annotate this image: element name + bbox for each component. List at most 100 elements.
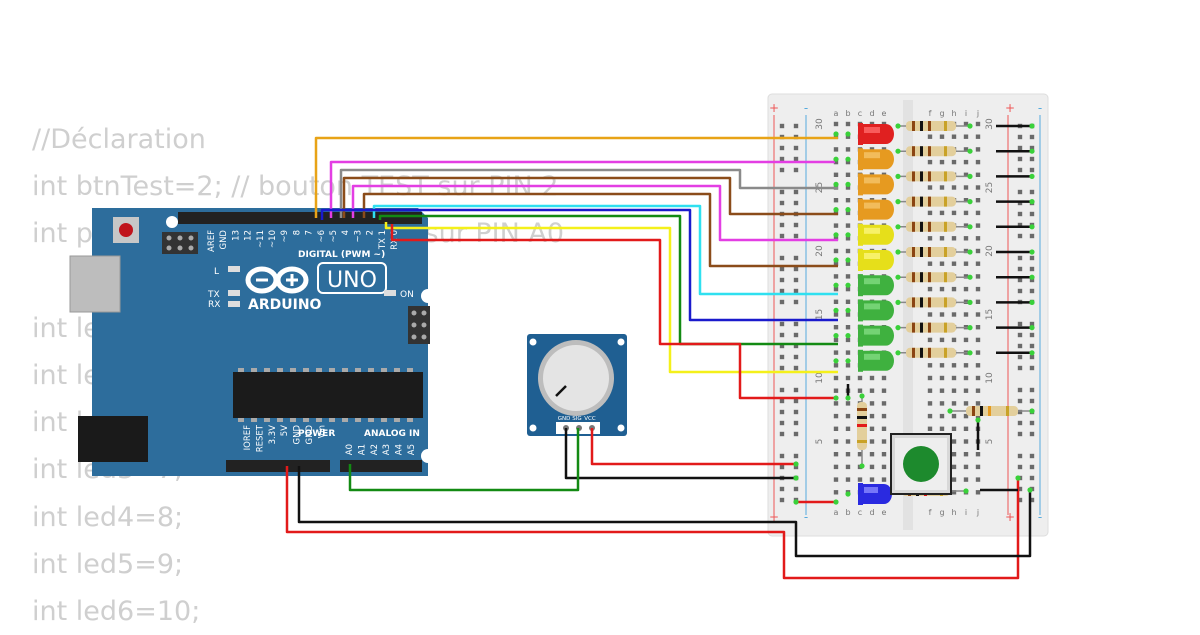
connection-dot	[833, 207, 839, 213]
rail-hole	[1029, 167, 1035, 173]
breadboard-hole	[833, 248, 839, 254]
mount-hole-right	[421, 289, 435, 303]
push-button-cap[interactable]	[903, 446, 939, 482]
breadboard-hole	[927, 236, 933, 241]
rail-hole	[1017, 156, 1023, 162]
rail-hole	[793, 332, 799, 338]
breadboard-hole	[975, 236, 981, 241]
rail-hole	[1017, 332, 1023, 338]
connection-dot	[833, 131, 839, 137]
power-jack	[78, 416, 148, 462]
connection-dot	[859, 463, 865, 469]
rail-hole	[1017, 145, 1023, 151]
breadboard-hole	[845, 350, 851, 355]
connection-dot	[1029, 123, 1035, 129]
breadboard-hole	[951, 286, 957, 292]
connection-dot	[895, 325, 901, 331]
breadboard-hole	[845, 452, 851, 457]
breadboard-hole	[963, 210, 969, 216]
rail-hole	[1017, 200, 1023, 206]
rail-hole	[1029, 420, 1035, 426]
code-line: int led4=8;	[32, 501, 184, 533]
breadboard-hole	[951, 363, 957, 368]
breadboard-hole	[845, 337, 851, 343]
breadboard-hole	[833, 337, 839, 343]
breadboard-hole	[845, 223, 851, 228]
resistor	[898, 171, 970, 182]
potentiometer-knob[interactable]	[543, 345, 609, 411]
rail-hole	[1017, 387, 1023, 393]
digital-pin-label: ~9	[280, 230, 290, 243]
rail-hole	[793, 266, 799, 272]
power-pin-label: 3.3V	[268, 425, 278, 445]
digital-pin-label: ~5	[329, 230, 339, 243]
breadboard-hole	[963, 134, 969, 139]
rail-hole	[793, 398, 799, 404]
column-letter: j	[976, 109, 979, 118]
connection-dot	[833, 358, 839, 364]
breadboard-hole	[951, 388, 957, 393]
resistor	[898, 347, 970, 358]
connection-dot	[967, 325, 973, 331]
rail-hole	[1017, 486, 1023, 492]
breadboard-hole	[963, 337, 969, 343]
connection-dot	[845, 156, 851, 162]
rail-minus-top-right: -	[1038, 101, 1042, 115]
connection-dot	[1029, 148, 1035, 154]
resistor	[898, 121, 970, 131]
breadboard-hole	[963, 388, 969, 393]
connection-dot	[833, 257, 839, 263]
rail-hole	[1017, 354, 1023, 360]
rail-hole	[779, 354, 785, 360]
breadboard-hole	[963, 147, 969, 152]
usb-connector	[69, 255, 121, 313]
wire-gray	[339, 168, 838, 218]
breadboard-hole	[845, 363, 851, 368]
digital-pin-label: ~3	[353, 230, 363, 243]
analog-pin-label: A2	[370, 444, 380, 455]
analog-header	[340, 460, 422, 472]
connection-dot	[895, 123, 901, 129]
rail-plus-bottom-left: +	[769, 510, 779, 524]
breadboard-hole	[951, 375, 957, 381]
breadboard-hole	[963, 274, 969, 279]
connection-dot	[845, 282, 851, 288]
breadboard-hole	[963, 159, 969, 165]
connection-dot	[845, 491, 851, 497]
breadboard-hole	[833, 439, 839, 444]
connection-dot	[1029, 173, 1035, 179]
rail-hole	[793, 321, 799, 327]
breadboard-hole	[869, 439, 875, 444]
breadboard-hole	[857, 477, 863, 482]
rail-hole	[779, 497, 785, 503]
breadboard-hole	[939, 236, 945, 241]
breadboard-hole	[845, 248, 851, 254]
breadboard-hole	[857, 452, 863, 457]
rail-hole	[1029, 431, 1035, 437]
breadboard-hole	[845, 464, 851, 470]
rail-hole	[779, 200, 785, 206]
rail-hole	[1029, 156, 1035, 162]
rail-hole	[1017, 497, 1023, 503]
column-letter: f	[929, 508, 932, 517]
rail-hole	[1017, 288, 1023, 294]
row-number: 30	[815, 118, 825, 130]
resistor	[950, 406, 1034, 416]
breadboard-hole	[963, 363, 969, 368]
rail-hole	[1017, 134, 1023, 140]
connection-dot	[967, 148, 973, 154]
breadboard-hole	[833, 413, 839, 419]
connection-dot	[793, 499, 799, 505]
reset-button-cap[interactable]	[119, 223, 133, 237]
rail-hole	[793, 464, 799, 470]
connection-dot	[967, 299, 973, 305]
connection-dot	[845, 181, 851, 187]
breadboard-hole	[963, 477, 969, 482]
breadboard-hole	[975, 325, 981, 330]
breadboard-hole	[963, 464, 969, 470]
rail-hole	[1029, 255, 1035, 261]
breadboard-hole	[963, 248, 969, 254]
breadboard-hole	[975, 490, 981, 495]
push-button[interactable]	[890, 433, 952, 495]
